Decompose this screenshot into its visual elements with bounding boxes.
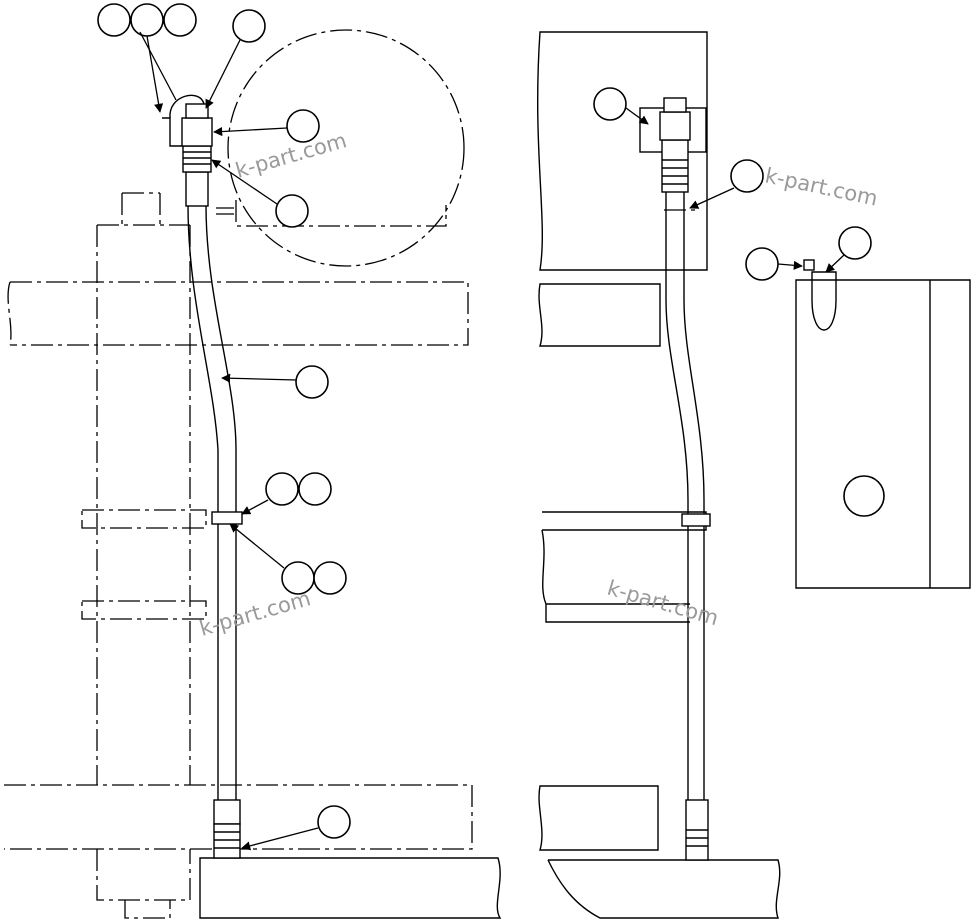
callout-balloon [232, 9, 266, 43]
left-hose-end-upper [185, 171, 209, 207]
left-hose-end-lower [213, 799, 241, 825]
left-fitting-threads [182, 145, 212, 173]
left-support-column [96, 224, 191, 785]
left-round-component [227, 29, 465, 267]
callout-balloon [286, 109, 320, 143]
right-view [537, 31, 781, 919]
mid-coupler [659, 111, 691, 141]
callout-balloon [298, 472, 332, 506]
left-hose-outer [187, 204, 237, 800]
callout-balloon [275, 194, 309, 228]
callout-balloon [130, 3, 164, 37]
mid-frame-rail [538, 283, 661, 347]
left-dust-cap-chain [169, 94, 205, 119]
left-coupler [181, 117, 213, 147]
left-frame-rail-upper [7, 281, 469, 346]
tank-filler-neck [811, 271, 837, 331]
watermark: k-part.com [763, 163, 880, 210]
callout-balloon [97, 3, 131, 37]
mid-lower-rail [538, 785, 659, 851]
mid-upper-housing [537, 31, 708, 271]
mid-hose [665, 190, 705, 800]
mid-cross-member-2 [541, 529, 690, 623]
left-pedestal [96, 849, 191, 919]
callout-balloon [843, 475, 885, 517]
callout-balloon [593, 87, 627, 121]
left-view [4, 3, 502, 919]
left-cross-member-2 [81, 600, 207, 620]
callout-balloon [317, 805, 351, 839]
callout-balloon [838, 226, 872, 260]
watermark: k-part.com [197, 586, 314, 641]
left-top-bracket [121, 192, 161, 225]
tank-body [795, 279, 971, 589]
callout-balloon [313, 561, 347, 595]
tank-small-fitting [803, 259, 815, 271]
left-coupler-cap [185, 103, 209, 119]
mid-hose-clamp [681, 513, 711, 527]
left-lower-fitting [213, 823, 241, 859]
mid-coupler-cap [663, 97, 687, 113]
callout-balloon [295, 365, 329, 399]
mid-floor-plate [547, 859, 781, 919]
callout-balloon [163, 3, 197, 37]
callout-balloon [265, 472, 299, 506]
left-floor-plate [199, 857, 502, 919]
callout-balloon [730, 159, 764, 193]
tank-view [745, 226, 971, 589]
left-cross-member-1 [81, 509, 207, 529]
callout-balloon [745, 247, 779, 281]
left-hose-clamp [211, 511, 243, 525]
